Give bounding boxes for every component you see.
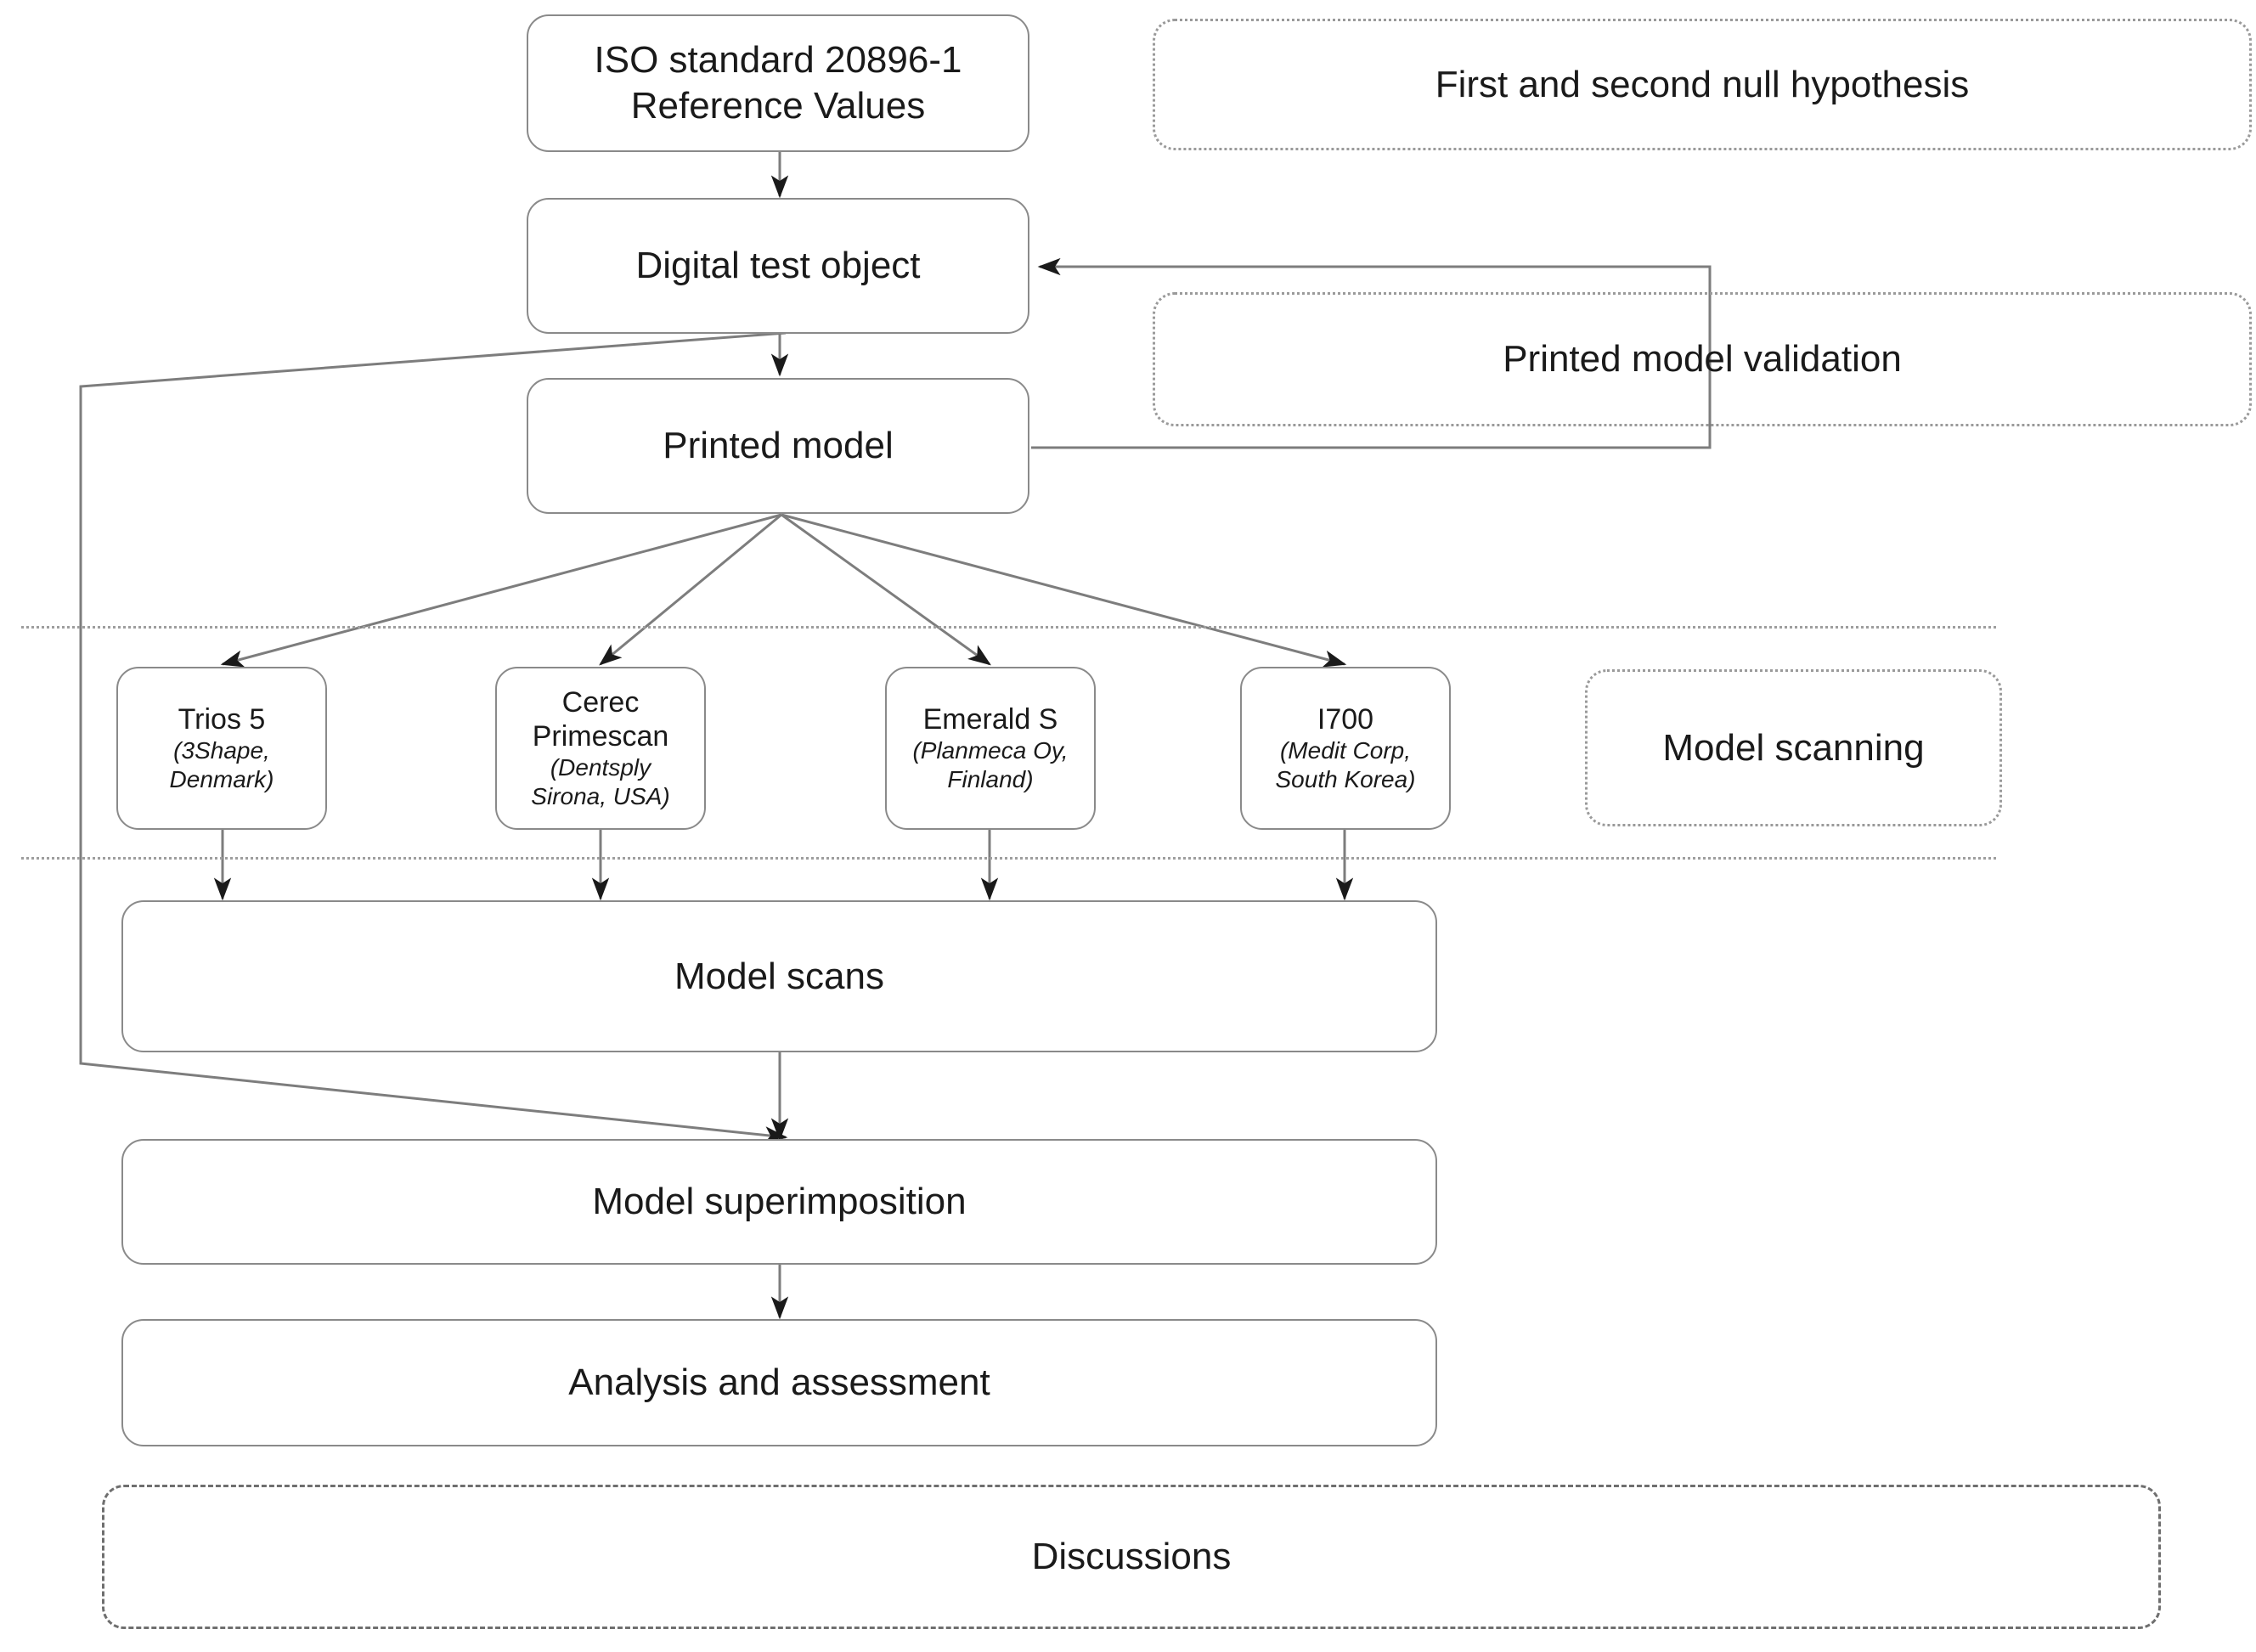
scanner-trios5-name: Trios 5 bbox=[178, 702, 266, 736]
annotation-first-and-second-null-hypothesis[interactable]: First and second null hypothesis bbox=[1153, 19, 2252, 150]
scanner-cerec-name-line1: Cerec bbox=[561, 685, 640, 719]
node-scanner-trios5[interactable]: Trios 5 (3Shape, Denmark) bbox=[116, 667, 327, 830]
scanner-i700-name: I700 bbox=[1317, 702, 1374, 736]
node-scanner-emerald-s[interactable]: Emerald S (Planmeca Oy, Finland) bbox=[885, 667, 1096, 830]
scanner-emerald-name: Emerald S bbox=[922, 702, 1058, 736]
scanner-i700-manufacturer-line1: (Medit Corp, bbox=[1279, 736, 1412, 764]
scanner-cerec-manufacturer-line1: (Dentsply bbox=[550, 753, 651, 781]
model-scanning-label: Model scanning bbox=[1662, 726, 1925, 769]
node-digital-test-object[interactable]: Digital test object bbox=[527, 198, 1029, 334]
annotation-printed-model-validation[interactable]: Printed model validation bbox=[1153, 292, 2252, 426]
iso-standard-line1: ISO standard 20896-1 bbox=[594, 39, 962, 82]
scanning-band-bottom-separator bbox=[21, 857, 1996, 860]
scanner-cerec-manufacturer-line2: Sirona, USA) bbox=[531, 783, 670, 810]
node-model-superimposition[interactable]: Model superimposition bbox=[121, 1139, 1437, 1265]
digital-test-object-label: Digital test object bbox=[635, 245, 921, 287]
iso-standard-line2: Reference Values bbox=[630, 85, 926, 127]
scanner-emerald-manufacturer-line1: (Planmeca Oy, bbox=[912, 736, 1069, 764]
scanning-band-top-separator bbox=[21, 626, 1996, 629]
printed-model-validation-label: Printed model validation bbox=[1503, 338, 1902, 380]
printed-model-label: Printed model bbox=[663, 425, 894, 467]
scanner-trios5-manufacturer-line1: (3Shape, bbox=[173, 736, 270, 764]
scanner-emerald-manufacturer-line2: Finland) bbox=[947, 766, 1034, 793]
scanner-cerec-name-line2: Primescan bbox=[532, 719, 669, 753]
node-analysis-and-assessment[interactable]: Analysis and assessment bbox=[121, 1319, 1437, 1446]
scanner-trios5-manufacturer-line2: Denmark) bbox=[169, 766, 274, 793]
arrow-printed-to-cerec bbox=[599, 513, 782, 666]
node-iso-standard[interactable]: ISO standard 20896-1 Reference Values bbox=[527, 14, 1029, 152]
node-scanner-cerec-primescan[interactable]: Cerec Primescan (Dentsply Sirona, USA) bbox=[495, 667, 706, 830]
model-superimposition-label: Model superimposition bbox=[592, 1181, 967, 1223]
arrow-printed-to-emerald bbox=[781, 513, 991, 666]
arrow-printed-to-trios5 bbox=[220, 513, 782, 668]
node-model-scans[interactable]: Model scans bbox=[121, 900, 1437, 1052]
annotation-model-scanning[interactable]: Model scanning bbox=[1585, 669, 2002, 826]
line-digital-bypass-left bbox=[79, 331, 788, 1144]
first-and-second-null-hypothesis-label: First and second null hypothesis bbox=[1435, 63, 1970, 105]
arrow-printed-to-i700 bbox=[781, 513, 1347, 668]
model-scans-label: Model scans bbox=[674, 955, 884, 997]
analysis-and-assessment-label: Analysis and assessment bbox=[568, 1362, 990, 1404]
node-scanner-i700[interactable]: I700 (Medit Corp, South Korea) bbox=[1240, 667, 1451, 830]
scanner-i700-manufacturer-line2: South Korea) bbox=[1275, 766, 1416, 793]
node-printed-model[interactable]: Printed model bbox=[527, 378, 1029, 514]
annotation-discussions[interactable]: Discussions bbox=[102, 1485, 2161, 1629]
discussions-label: Discussions bbox=[1031, 1536, 1232, 1577]
arrow-printed-to-digital-loop bbox=[1031, 257, 1712, 449]
